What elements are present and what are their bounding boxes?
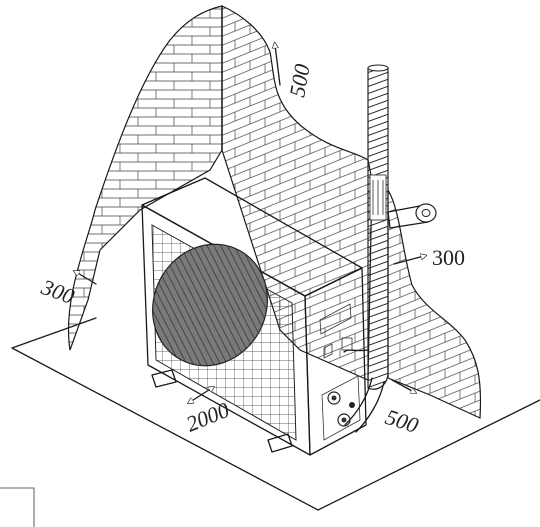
service-valve-icon [321,375,361,441]
unit-foot-left [151,369,177,388]
clearance-arrow-left [76,272,97,285]
clearance-arrow-pipe-side [391,379,414,392]
unit-foot-right [267,433,293,453]
floor-outline [11,317,540,511]
corner-mark [0,487,35,527]
fan-blade-icon [152,243,268,367]
clearance-top-label: 500 [284,62,314,99]
clearance-arrow-right [393,256,424,265]
right-wall-lower [387,187,482,419]
left-wall [67,5,223,351]
clearance-right-label: 300 [432,245,465,270]
clearance-arrow-front [190,388,212,402]
outdoor-unit-icon [141,177,367,456]
clearance-arrow-top [275,45,281,86]
pipe-icon [343,64,437,433]
clearance-front-label: 2000 [183,397,233,437]
clearance-pipe-side-label: 500 [382,404,421,438]
tape-roll-icon [387,203,437,229]
